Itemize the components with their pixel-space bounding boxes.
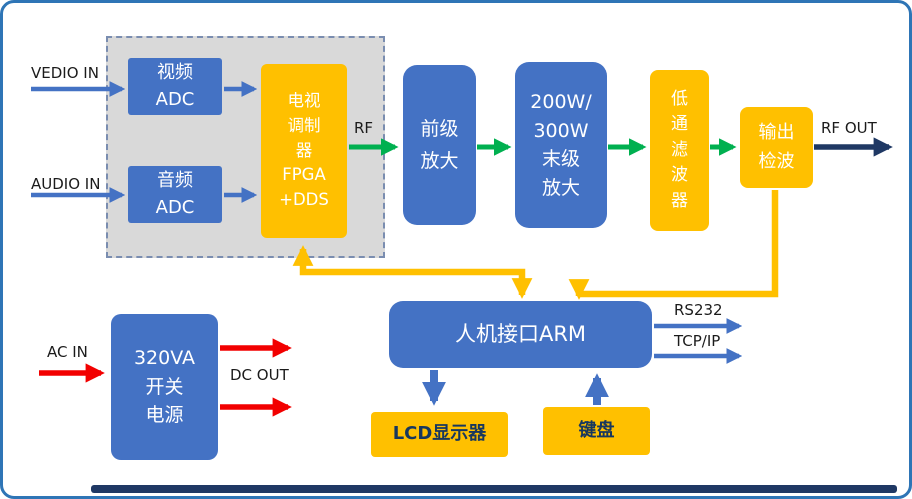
rf-out-label: RF OUT: [821, 119, 877, 137]
pre-amplifier-box: 前级 放大: [403, 65, 476, 225]
tcpip-label: TCP/IP: [674, 332, 721, 350]
detector-to-arm-feedback-arrow: [568, 190, 779, 300]
lcd-display-box: LCD显示器: [371, 412, 508, 457]
tv-modulator-box: 电视 调制 器 FPGA +DDS: [261, 64, 347, 238]
bottom-border-bar: [91, 485, 897, 493]
vedio-in-label: VEDIO IN: [31, 64, 99, 82]
final-amplifier-box: 200W/ 300W 末级 放大: [515, 62, 607, 228]
rf-label: RF: [354, 119, 374, 137]
rs232-label: RS232: [674, 301, 723, 319]
arm-modulator-control-arrow: [292, 245, 533, 299]
arm-interface-box: 人机接口ARM: [389, 301, 652, 368]
dc-out-label: DC OUT: [230, 366, 289, 384]
keyboard-box: 键盘: [543, 407, 650, 455]
power-supply-box: 320VA 开关 电源: [111, 314, 218, 460]
audio-in-label: AUDIO IN: [31, 175, 101, 193]
ac-in-label: AC IN: [47, 343, 88, 361]
video-adc-box: 视频 ADC: [128, 58, 222, 115]
low-pass-filter-box: 低 通 滤 波 器: [650, 70, 709, 231]
arrows-layer: [31, 81, 893, 417]
output-detector-box: 输出 检波: [740, 107, 813, 188]
audio-adc-box: 音频 ADC: [128, 166, 222, 223]
